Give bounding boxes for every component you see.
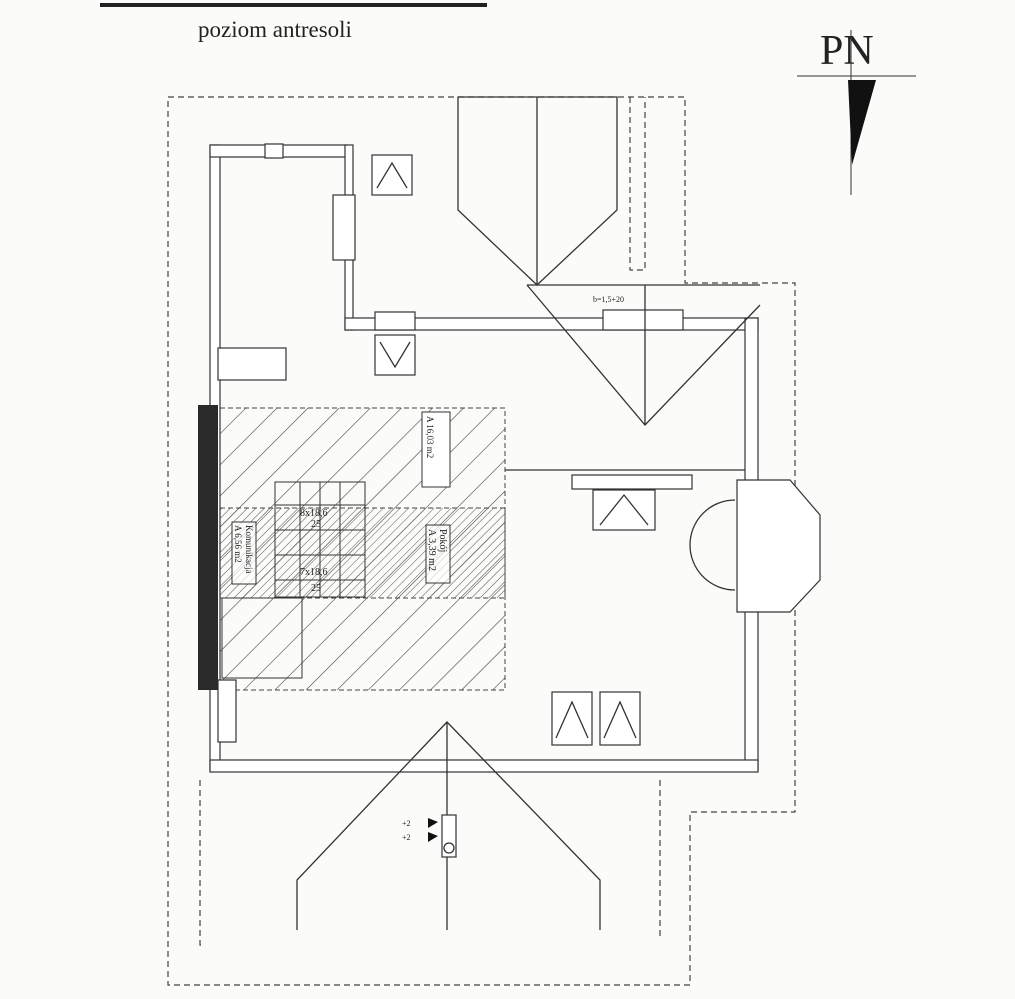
- level-mark: +2: [402, 833, 411, 842]
- circulation-name: Komunikacja: [244, 525, 254, 574]
- dormer-top: [457, 96, 618, 286]
- sheet-title: poziom antresoli: [198, 17, 352, 42]
- stairs-lower-label: 7x18,6: [300, 567, 328, 578]
- roof-window: [592, 489, 656, 531]
- svg-text:PN: PN: [820, 28, 874, 74]
- stairs-upper-label: 8x18,6: [300, 508, 328, 519]
- eave-line: [199, 780, 205, 946]
- stairs-upper-tread: 25: [311, 519, 321, 530]
- bay-window: [736, 479, 821, 613]
- circulation-area: A 6,56 m2: [233, 525, 243, 563]
- balcony-door: [689, 499, 736, 591]
- staircase: [221, 481, 366, 679]
- level-mark: +2: [402, 819, 411, 828]
- stairs-lower-tread: 25: [311, 583, 321, 594]
- wall-window: [332, 194, 356, 261]
- wall-window: [602, 309, 684, 331]
- eave-line: [629, 97, 646, 271]
- lintel-note: b=1,5+20: [593, 295, 624, 304]
- room-area: A 3,39 m2: [426, 529, 437, 571]
- roof-window: [371, 154, 413, 196]
- level-marker: [428, 814, 457, 858]
- dormer-right: [526, 284, 761, 426]
- roof-window: [551, 691, 593, 746]
- roof-window: [599, 691, 641, 746]
- north-arrow-icon: PN: [797, 28, 916, 195]
- roof-outline: [167, 96, 796, 986]
- wall-window: [264, 143, 284, 159]
- low-height-hatch: [219, 507, 506, 599]
- mezzanine-area-label: A 16,03 m2: [425, 416, 435, 458]
- roof-window: [374, 334, 416, 376]
- room-name: Pokój: [437, 529, 448, 552]
- wall-window: [374, 311, 416, 331]
